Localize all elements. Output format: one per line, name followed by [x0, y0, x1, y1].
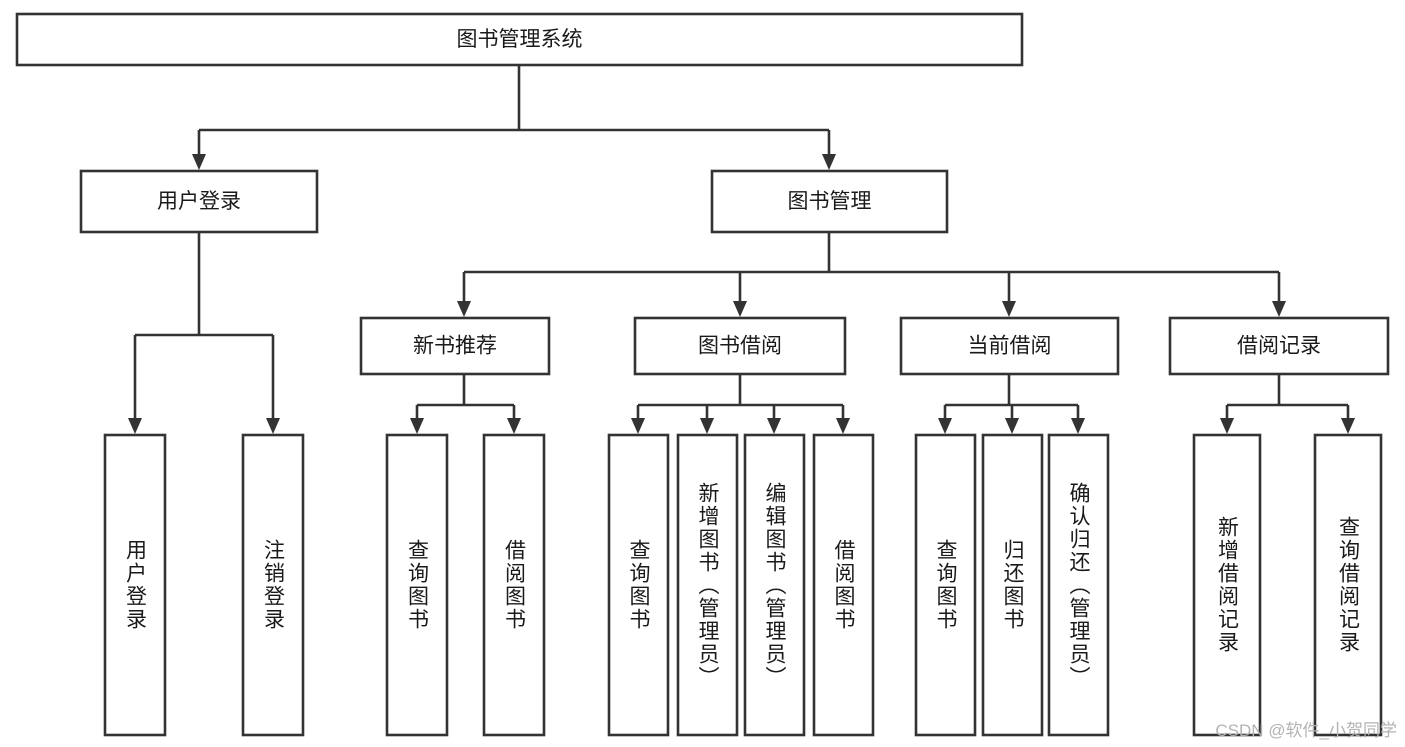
arrow-head-icon [767, 418, 781, 434]
node-leaf-注销登录[interactable] [241, 433, 305, 737]
node-leaf-编辑图书管理员[interactable] [743, 433, 806, 737]
arrow-head-icon [507, 418, 521, 434]
connector-layer [128, 65, 1355, 434]
node-leaf-确认归还管理员[interactable] [1047, 433, 1110, 737]
node-leaf-查询图书[interactable] [607, 433, 670, 737]
arrow-head-icon [266, 418, 280, 434]
watermark-text: CSDN @软件_小贺同学 [1215, 721, 1397, 740]
node-leaf-新增图书管理员[interactable] [676, 433, 739, 737]
arrow-head-icon [733, 301, 747, 317]
arrow-head-icon [410, 418, 424, 434]
node-l3-借阅记录[interactable] [1168, 316, 1390, 376]
box-layer [15, 12, 1390, 737]
arrow-head-icon [822, 154, 836, 170]
node-leaf-用户登录[interactable] [103, 433, 167, 737]
arrow-head-icon [836, 418, 850, 434]
node-label-图书借阅: 图书借阅 [698, 335, 782, 358]
node-l2-用户登录[interactable] [79, 169, 319, 234]
node-leaf-查询借阅记录[interactable] [1313, 433, 1383, 737]
arrow-head-icon [1272, 301, 1286, 317]
node-root-图书管理系统[interactable] [15, 12, 1024, 67]
node-label-借阅记录: 借阅记录 [1237, 335, 1321, 358]
node-label-当前借阅: 当前借阅 [968, 335, 1052, 358]
arrow-head-icon [128, 418, 142, 434]
arrow-head-icon [192, 154, 206, 170]
node-leaf-查询图书[interactable] [914, 433, 977, 737]
node-l2-图书管理[interactable] [710, 169, 949, 234]
arrow-head-icon [1071, 418, 1085, 434]
node-l3-图书借阅[interactable] [633, 316, 847, 376]
arrow-head-icon [457, 301, 471, 317]
node-leaf-新增借阅记录[interactable] [1192, 433, 1262, 737]
node-leaf-归还图书[interactable] [981, 433, 1044, 737]
arrow-head-icon [938, 418, 952, 434]
arrow-head-icon [1220, 418, 1234, 434]
arrow-head-icon [1341, 418, 1355, 434]
node-leaf-查询图书[interactable] [385, 433, 449, 737]
node-l3-新书推荐[interactable] [359, 316, 551, 376]
arrow-head-icon [1005, 418, 1019, 434]
node-label-图书管理: 图书管理 [788, 190, 872, 213]
arrow-head-icon [631, 418, 645, 434]
node-leaf-借阅图书[interactable] [812, 433, 875, 737]
node-leaf-借阅图书[interactable] [482, 433, 546, 737]
node-label-新书推荐: 新书推荐 [413, 335, 497, 358]
arrow-head-icon [700, 418, 714, 434]
arrow-head-icon [1002, 301, 1016, 317]
node-label-图书管理系统: 图书管理系统 [457, 28, 583, 51]
node-label-用户登录: 用户登录 [157, 190, 241, 213]
node-l3-当前借阅[interactable] [899, 316, 1120, 376]
